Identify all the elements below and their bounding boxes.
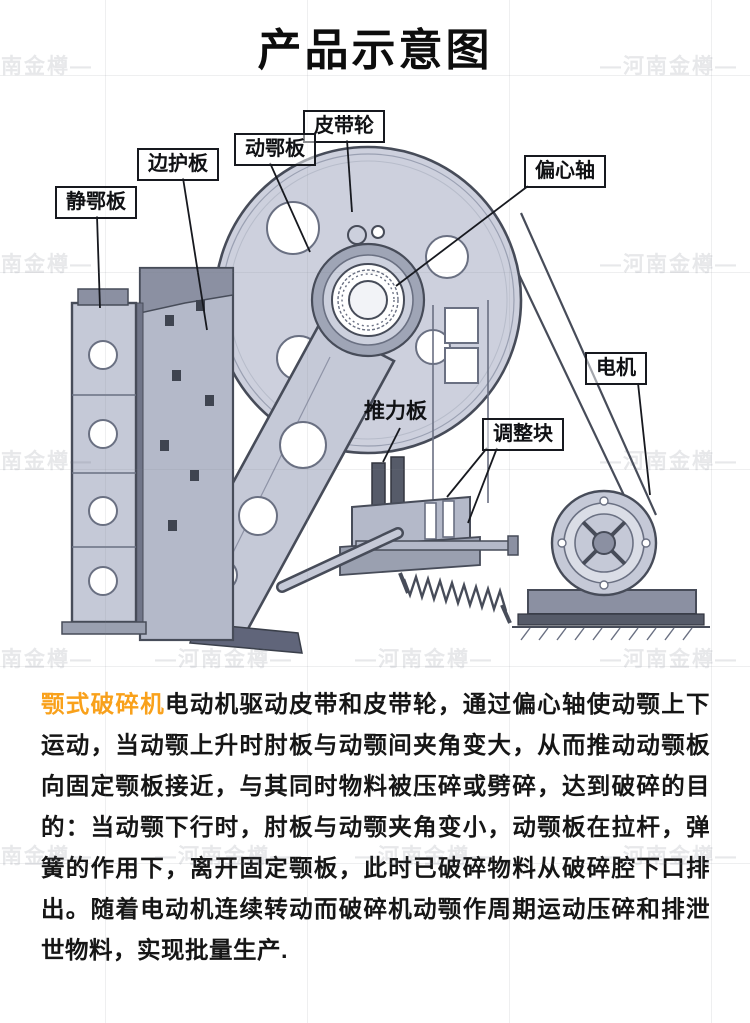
page-title: 产品示意图 [257,26,493,75]
eccentric-shaft-bearing [310,225,426,358]
motor-part [512,489,710,641]
label-adjustment-block: 调整块 [482,418,564,451]
label-belt-pulley: 皮带轮 [303,110,385,143]
label-eccentric-shaft: 偏心轴 [524,155,606,188]
label-motor: 电机 [585,352,647,385]
tension-spring [398,572,512,624]
label-moving-jaw-plate: 动鄂板 [234,133,316,166]
static-jaw-plate-part [61,288,147,635]
side-guard-plate-part [133,266,235,642]
label-static-jaw-plate: 静鄂板 [55,186,137,219]
jaw-crusher-diagram [0,95,750,687]
description-body: 电动机驱动皮带和皮带轮，通过偏心轴使动颚上下运动，当动颚上升时肘板与动颚间夹角变… [41,691,711,963]
toggle-adjustment-assembly [276,456,519,593]
description: 颚式破碎机电动机驱动皮带和皮带轮，通过偏心轴使动颚上下运动，当动颚上升时肘板与动… [41,684,710,971]
label-thrust-plate: 推力板 [364,400,427,423]
jaw-crusher-drawing [61,139,710,654]
label-side-guard-plate: 边护板 [137,148,219,181]
leader-lines [96,139,651,524]
description-highlight: 颚式破碎机 [41,691,166,717]
frame-bracket [432,300,489,503]
